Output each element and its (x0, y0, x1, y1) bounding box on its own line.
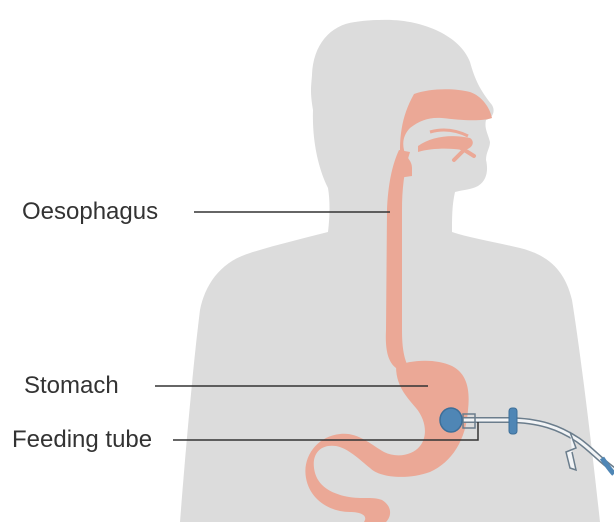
stomach-label: Stomach (24, 374, 119, 398)
feeding-tube-label: Feeding tube (12, 428, 152, 452)
oesophagus-label: Oesophagus (22, 200, 158, 224)
